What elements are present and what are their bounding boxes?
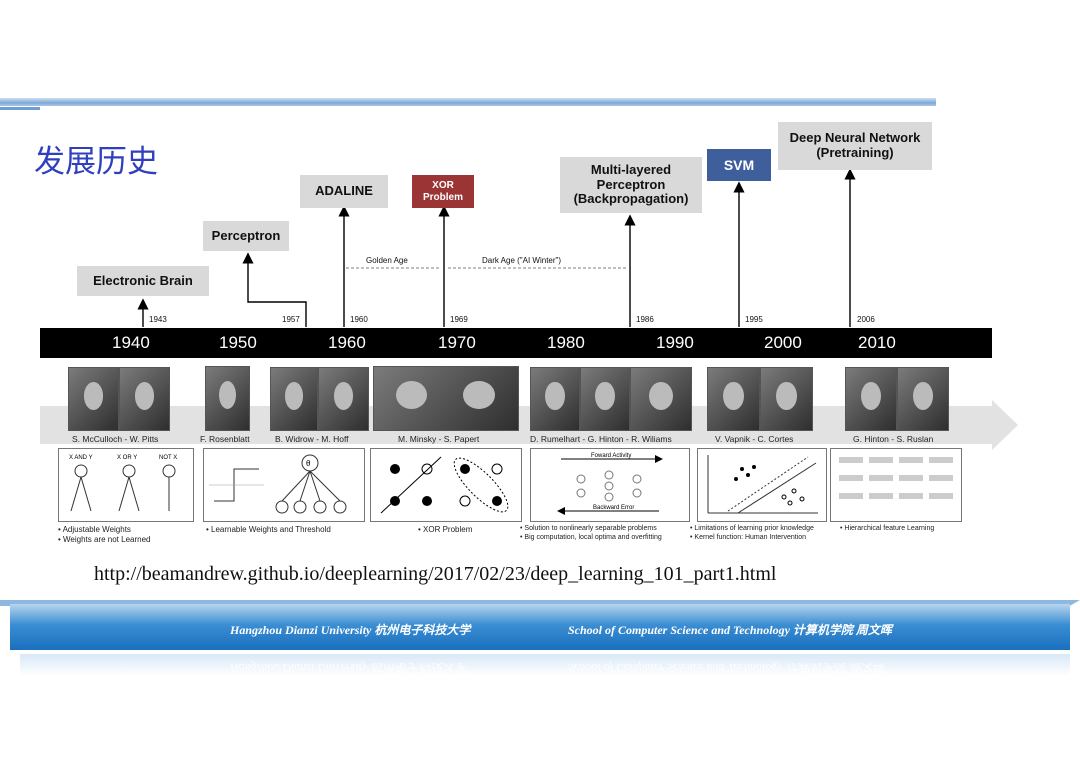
photo-widrow — [270, 367, 318, 431]
milestone-adaline: ADALINE — [300, 175, 388, 208]
people-name: V. Vapnik - C. Cortes — [715, 434, 794, 444]
year-1986: 1986 — [636, 315, 654, 324]
panel-dbn — [830, 448, 962, 522]
people-name: F. Rosenblatt — [200, 434, 250, 444]
people-name: B. Widrow - M. Hoff — [275, 434, 349, 444]
photo-rosenblatt — [205, 366, 250, 431]
decade-1980: 1980 — [547, 333, 585, 352]
decade-2010: 2010 — [858, 333, 896, 352]
year-2006: 2006 — [857, 315, 875, 324]
decade-1940: 1940 — [112, 333, 150, 352]
photo-pitts — [119, 367, 170, 431]
people-name: D. Rumelhart - G. Hinton - R. Wiliams — [530, 434, 672, 444]
footer-reflection-right: School of Computer Science and Technolog… — [568, 661, 885, 675]
top-rule — [0, 98, 936, 106]
svm-diagram — [707, 455, 818, 514]
page-title: 发展历史 — [34, 144, 158, 180]
photo-rumelhart — [530, 367, 580, 431]
milestone-xor: XOR Problem — [412, 175, 474, 208]
decade-1960: 1960 — [328, 333, 366, 352]
caption-xor: • XOR Problem — [418, 525, 473, 534]
perceptron-diagram: θ — [209, 454, 347, 514]
panel-xor — [370, 448, 522, 522]
decade-2000: 2000 — [764, 333, 802, 352]
top-rule-accent — [0, 107, 40, 110]
era-golden-age: Golden Age — [366, 256, 408, 265]
dbn-diagram — [839, 457, 953, 499]
photo-vapnik — [707, 367, 760, 431]
photo-ruslan — [897, 367, 949, 431]
connector-1957 — [242, 252, 307, 327]
caption-svm: • Limitations of learning prior knowledg… — [690, 525, 814, 541]
year-1943: 1943 — [149, 315, 167, 324]
milestone-dnn: Deep Neural Network (Pretraining) — [778, 122, 932, 170]
caption-perceptron: • Learnable Weights and Threshold — [206, 525, 331, 534]
people-name: S. McCulloch - W. Pitts — [72, 434, 159, 444]
photo-cortes — [760, 367, 813, 431]
footer-reflection — [20, 654, 1070, 676]
backward-label: Backward Error — [593, 505, 634, 511]
year-1957: 1957 — [282, 315, 300, 324]
decade-1950: 1950 — [219, 333, 257, 352]
panel-perceptron: θ — [203, 448, 365, 522]
panel-svm — [697, 448, 827, 522]
footer-reflection-left: Hangzhou Dianzi University 杭州电子科技大学 — [230, 661, 467, 675]
milestone-electronic-brain: Electronic Brain — [77, 266, 209, 296]
forward-label: Foward Activity — [591, 453, 631, 459]
people-band-arrow — [992, 400, 1018, 450]
year-1995: 1995 — [745, 315, 763, 324]
photo-hinton-2006 — [845, 367, 897, 431]
milestone-perceptron: Perceptron — [203, 221, 289, 251]
panel-backprop: Foward Activity Backward Error — [530, 448, 690, 522]
caption-dbn: • Hierarchical feature Learning — [840, 525, 935, 532]
decade-1990: 1990 — [656, 333, 694, 352]
milestone-svm: SVM — [707, 149, 771, 181]
logic-gates-diagram: X AND Y X OR Y NOT X — [69, 455, 177, 512]
year-1960: 1960 — [350, 315, 368, 324]
backprop-diagram: Foward Activity Backward Error — [557, 453, 663, 515]
photo-hinton — [580, 367, 630, 431]
logic-label: X OR Y — [117, 455, 137, 461]
people-name: G. Hinton - S. Ruslan — [853, 434, 934, 444]
photo-williams — [630, 367, 692, 431]
theta-label: θ — [306, 459, 311, 468]
photo-minsky-papert — [373, 366, 519, 431]
logic-label: X AND Y — [69, 455, 93, 461]
panel-logic-gates: X AND Y X OR Y NOT X — [58, 448, 194, 522]
photo-mcculloch — [68, 367, 119, 431]
decade-1970: 1970 — [438, 333, 476, 352]
photo-hoff — [318, 367, 369, 431]
milestone-multilayer: Multi-layered Perceptron (Backpropagatio… — [560, 157, 702, 213]
footer-university: Hangzhou Dianzi University 杭州电子科技大学 — [230, 623, 471, 637]
caption-mcculloch: • Adjustable Weights • Weights are not L… — [58, 525, 151, 544]
xor-diagram — [380, 456, 509, 514]
logic-label: NOT X — [159, 455, 177, 461]
timeline-bar — [40, 328, 992, 358]
people-name: M. Minsky - S. Papert — [398, 434, 480, 444]
source-url[interactable]: http://beamandrew.github.io/deeplearning… — [94, 563, 777, 585]
caption-backprop: • Solution to nonlinearly separable prob… — [520, 525, 662, 541]
year-1969: 1969 — [450, 315, 468, 324]
footer-school: School of Computer Science and Technolog… — [568, 623, 892, 637]
era-dark-age: Dark Age ("AI Winter") — [482, 256, 562, 265]
footer-bar — [10, 604, 1070, 650]
